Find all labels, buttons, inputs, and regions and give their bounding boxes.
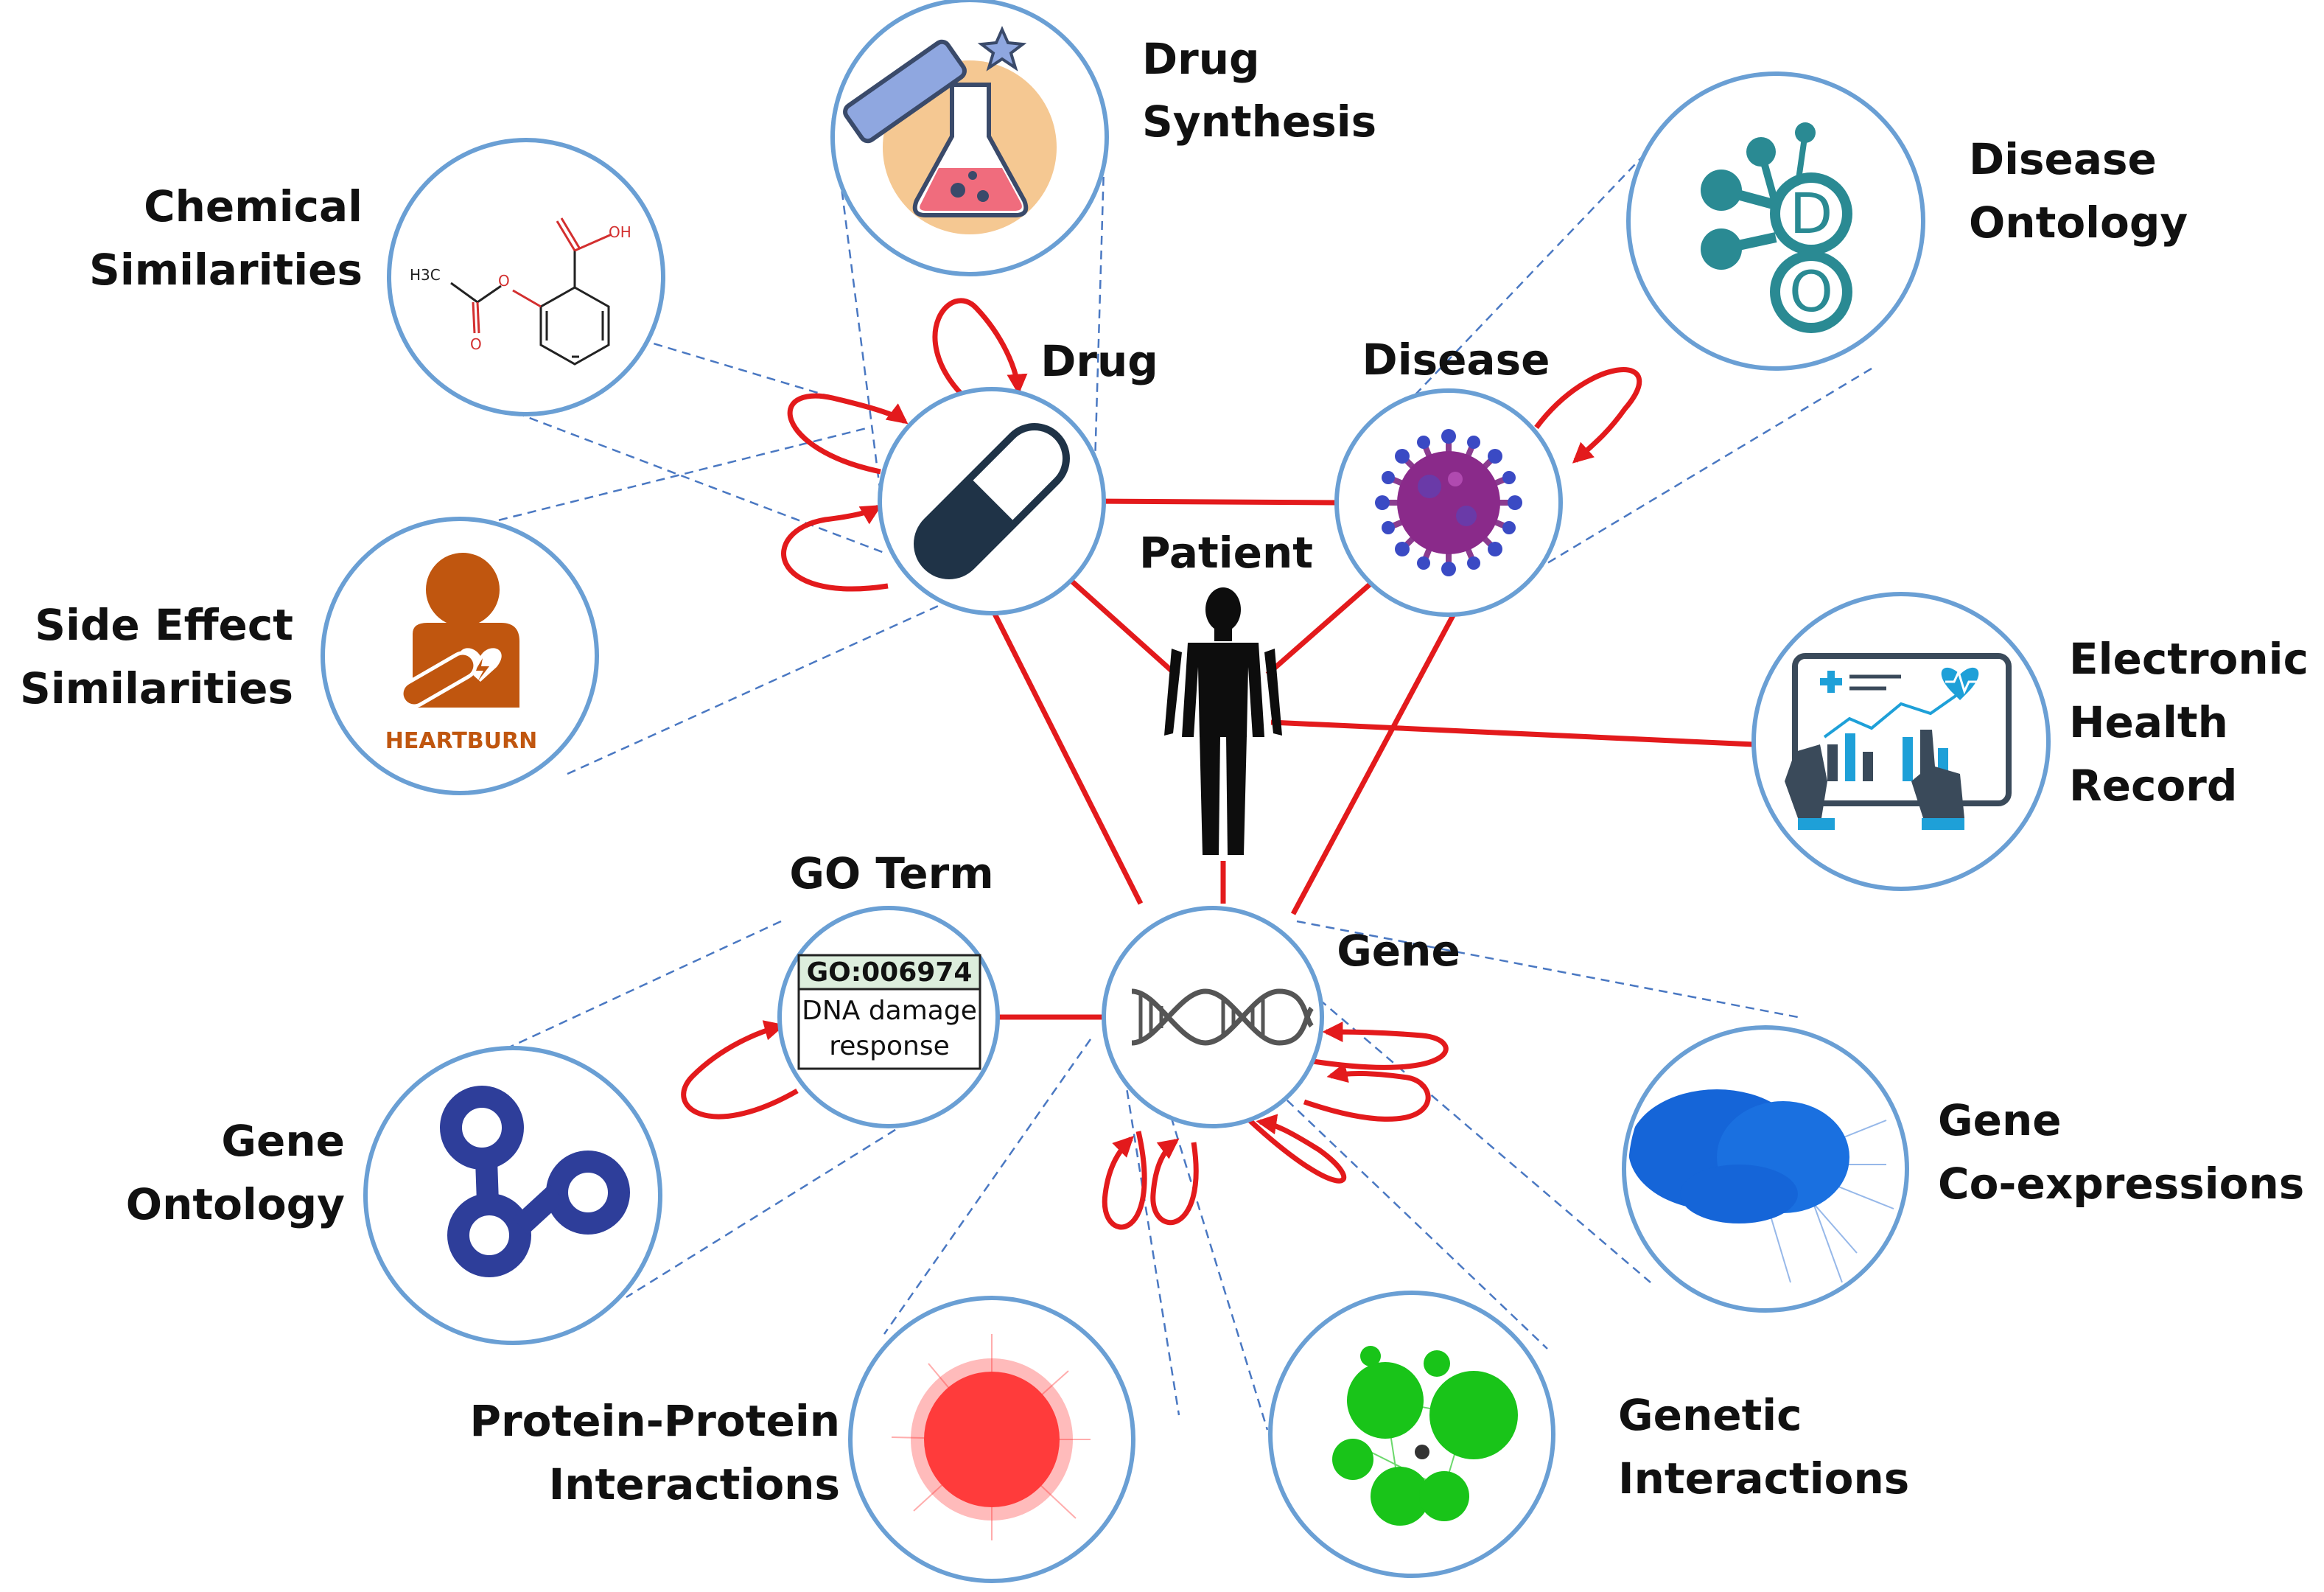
ppi-network-icon [891, 1334, 1091, 1540]
disease-ontology-source[interactable]: D O [1626, 71, 1925, 371]
genetic-network-icon [1332, 1346, 1518, 1526]
disease-ontology-label-line1: Disease [1969, 134, 2157, 184]
aspirin-molecule-icon [450, 217, 612, 366]
drug-synthesis-source[interactable] [830, 0, 1109, 276]
drug-synthesis-label-line2: Synthesis [1142, 97, 1376, 147]
self-loops [681, 298, 1642, 1230]
disease-label: Disease [1362, 335, 1550, 385]
genetic-interactions-label-line1: Genetic [1618, 1390, 1802, 1440]
do-letter-d: D [1790, 181, 1833, 246]
health-dashboard-icon [1785, 653, 2012, 830]
go-term-name-line2: response [829, 1031, 950, 1061]
electronic-health-record-source[interactable] [1751, 592, 2051, 891]
disease-node[interactable] [1334, 388, 1563, 617]
go-term-id: GO:006974 [807, 957, 973, 988]
virus-icon [1375, 429, 1522, 576]
ppi-label-line2: Interactions [549, 1459, 840, 1509]
gene-coexpressions-label-line2: Co-expressions [1938, 1159, 2304, 1209]
methyl-text: H3C [410, 266, 441, 284]
gene-coexpressions-source[interactable] [1622, 1025, 1909, 1313]
side-effect-label-line1: Side Effect [35, 600, 293, 650]
coexpression-network-icon [1628, 1089, 1894, 1283]
dna-helix-icon [1131, 988, 1314, 1046]
gene-node[interactable] [1102, 906, 1324, 1128]
ring-oxygen-text: O [498, 272, 510, 290]
ehr-label-line3: Record [2069, 761, 2237, 811]
ehr-label-line1: Electronic [2069, 634, 2309, 684]
gene-ontology-source[interactable] [363, 1046, 662, 1345]
capsule-icon [914, 423, 1070, 579]
genetic-interactions-label-line2: Interactions [1618, 1453, 1909, 1504]
ppi-label-line1: Protein-Protein [470, 1396, 840, 1446]
gene-ontology-label-line1: Gene [221, 1116, 345, 1166]
go-term-name-line1: DNA damage [802, 996, 977, 1026]
keto-oxygen-text: O [470, 335, 482, 353]
protein-protein-interactions-source[interactable] [848, 1296, 1135, 1583]
disease-ontology-label-line2: Ontology [1969, 198, 2188, 248]
human-silhouette-icon[interactable] [1164, 587, 1282, 855]
patient-label: Patient [1139, 528, 1313, 578]
go-term-node[interactable]: GO:006974 DNA damage response [777, 906, 1000, 1128]
go-logo-icon [440, 1086, 630, 1277]
gene-ontology-label-line2: Ontology [126, 1179, 345, 1229]
chemical-similarities-label-line1: Chemical [144, 181, 363, 231]
chemistry-flask-icon [843, 26, 1057, 234]
chemical-similarities-source[interactable]: OH O O H3C [387, 138, 665, 416]
drug-label: Drug [1040, 336, 1158, 386]
ehr-label-line2: Health [2069, 697, 2228, 747]
drug-node[interactable] [878, 387, 1106, 615]
go-term-label: GO Term [789, 848, 993, 898]
oh-text: OH [609, 223, 631, 241]
gene-coexpressions-label-line1: Gene [1938, 1095, 2062, 1145]
side-effect-similarities-source[interactable]: HEARTBURN [321, 517, 599, 795]
disease-ontology-logo-icon [1701, 122, 1852, 333]
gene-label: Gene [1337, 926, 1460, 976]
do-letter-o: O [1789, 259, 1833, 324]
genetic-interactions-source[interactable] [1268, 1291, 1555, 1578]
drug-synthesis-label-line1: Drug [1142, 34, 1260, 84]
heartburn-text: HEARTBURN [385, 728, 537, 754]
side-effect-label-line2: Similarities [20, 663, 293, 713]
heartburn-icon [399, 553, 519, 708]
relation-edges [989, 498, 1754, 1020]
chemical-similarities-label-line2: Similarities [89, 245, 363, 295]
